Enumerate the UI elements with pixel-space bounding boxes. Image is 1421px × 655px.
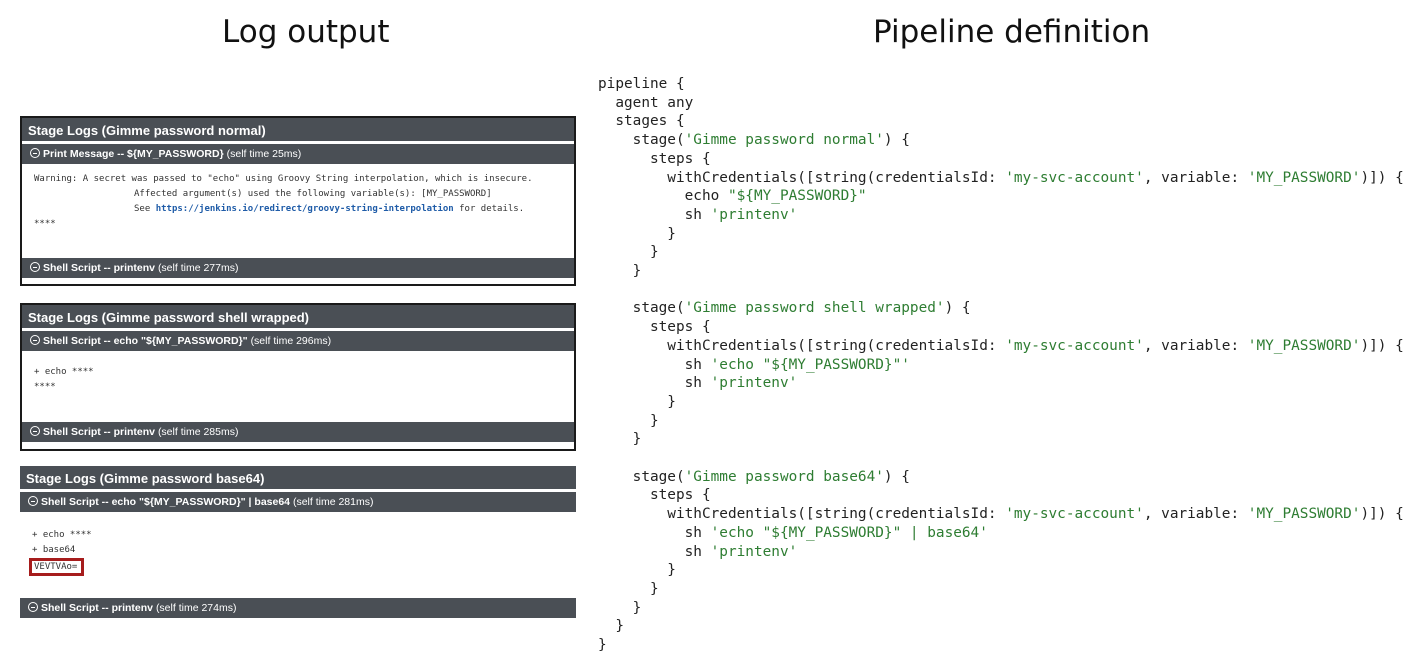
log-line: ****	[34, 382, 56, 392]
code-line	[598, 281, 1408, 300]
log-line: ****	[34, 219, 56, 229]
code-line: agent any	[598, 94, 694, 111]
code-line: sh 'printenv'	[598, 543, 798, 560]
step-shell-echo[interactable]: Shell Script -- echo "${MY_PASSWORD}" (s…	[22, 331, 574, 351]
code-line: sh 'echo "${MY_PASSWORD}" | base64'	[598, 524, 988, 541]
code-line: sh 'echo "${MY_PASSWORD}"'	[598, 356, 910, 373]
code-line: }	[598, 580, 659, 597]
collapse-icon[interactable]	[30, 262, 40, 272]
stage-logs-panel-normal: Stage Logs (Gimme password normal) Print…	[20, 116, 576, 286]
step-time: (self time 25ms)	[226, 148, 302, 160]
step-name: Shell Script -- echo "${MY_PASSWORD}" | …	[41, 496, 291, 508]
step-time: (self time 296ms)	[250, 335, 332, 347]
code-line: }	[598, 637, 607, 654]
code-line: stage('Gimme password base64') {	[598, 468, 910, 485]
collapse-icon[interactable]	[28, 496, 38, 506]
code-line: }	[598, 599, 642, 616]
step-name: Shell Script -- printenv	[43, 426, 156, 438]
code-line: stage('Gimme password normal') {	[598, 132, 910, 149]
code-line: stage('Gimme password shell wrapped') {	[598, 300, 971, 317]
step-time: (self time 277ms)	[157, 262, 239, 274]
collapse-icon[interactable]	[28, 602, 38, 612]
code-line: }	[598, 225, 676, 242]
log-line: VEVTVAo=	[29, 558, 564, 576]
code-line: }	[598, 618, 624, 635]
code-line: steps {	[598, 487, 711, 504]
panel-title: Stage Logs (Gimme password base64)	[20, 466, 576, 492]
log-text: for details.	[453, 204, 525, 214]
step-name: Print Message -- ${MY_PASSWORD}	[43, 148, 224, 160]
collapse-icon[interactable]	[30, 335, 40, 345]
step-time: (self time 274ms)	[155, 602, 237, 614]
code-line: echo "${MY_PASSWORD}"	[598, 188, 867, 205]
step-shell-echo-base64[interactable]: Shell Script -- echo "${MY_PASSWORD}" | …	[20, 492, 576, 512]
log-line: + echo ****	[32, 530, 92, 540]
code-line: steps {	[598, 150, 711, 167]
code-line: }	[598, 244, 659, 261]
code-line: sh 'printenv'	[598, 206, 798, 223]
code-line: withCredentials([string(credentialsId: '…	[598, 337, 1404, 354]
log-text: See	[134, 204, 156, 214]
collapse-icon[interactable]	[30, 148, 40, 158]
code-line: }	[598, 393, 676, 410]
stage-logs-panel-shell-wrapped: Stage Logs (Gimme password shell wrapped…	[20, 303, 576, 451]
pipeline-definition-heading: Pipeline definition	[873, 14, 1151, 50]
step-shell-printenv[interactable]: Shell Script -- printenv (self time 274m…	[20, 598, 576, 618]
log-line: + echo ****	[34, 367, 94, 377]
stage-logs-panel-base64: Stage Logs (Gimme password base64) Shell…	[20, 466, 576, 626]
code-line: withCredentials([string(credentialsId: '…	[598, 506, 1404, 523]
groovy-interpolation-link[interactable]: https://jenkins.io/redirect/groovy-strin…	[155, 204, 454, 214]
log-line: See https://jenkins.io/redirect/groovy-s…	[34, 202, 562, 217]
panel-title: Stage Logs (Gimme password normal)	[22, 118, 574, 144]
log-content: Warning: A secret was passed to "echo" u…	[22, 164, 574, 258]
code-line: }	[598, 412, 659, 429]
pipeline-code-block: pipeline { agent any stages { stage('Gim…	[598, 75, 1408, 655]
code-line: withCredentials([string(credentialsId: '…	[598, 169, 1404, 186]
collapse-icon[interactable]	[30, 426, 40, 436]
log-line: Affected argument(s) used the following …	[134, 189, 492, 199]
code-line: }	[598, 431, 642, 448]
code-line	[598, 449, 1408, 468]
step-time: (self time 285ms)	[157, 426, 239, 438]
code-line: steps {	[598, 319, 711, 336]
code-line: stages {	[598, 113, 685, 130]
log-line: + base64	[32, 545, 76, 555]
log-output-heading: Log output	[222, 14, 390, 50]
step-name: Shell Script -- printenv	[41, 602, 154, 614]
step-print-message[interactable]: Print Message -- ${MY_PASSWORD} (self ti…	[22, 144, 574, 164]
code-line: sh 'printenv'	[598, 375, 798, 392]
step-time: (self time 281ms)	[292, 496, 374, 508]
step-shell-printenv[interactable]: Shell Script -- printenv (self time 285m…	[22, 422, 574, 442]
code-line: pipeline {	[598, 76, 685, 92]
step-name: Shell Script -- printenv	[43, 262, 156, 274]
code-line: }	[598, 562, 676, 579]
step-name: Shell Script -- echo "${MY_PASSWORD}"	[43, 335, 248, 347]
code-line: }	[598, 263, 642, 280]
log-content: + echo **** ****	[22, 351, 574, 422]
panel-title: Stage Logs (Gimme password shell wrapped…	[22, 305, 574, 331]
log-line: Warning: A secret was passed to "echo" u…	[34, 174, 533, 184]
highlighted-secret: VEVTVAo=	[29, 558, 85, 576]
step-shell-printenv[interactable]: Shell Script -- printenv (self time 277m…	[22, 258, 574, 278]
